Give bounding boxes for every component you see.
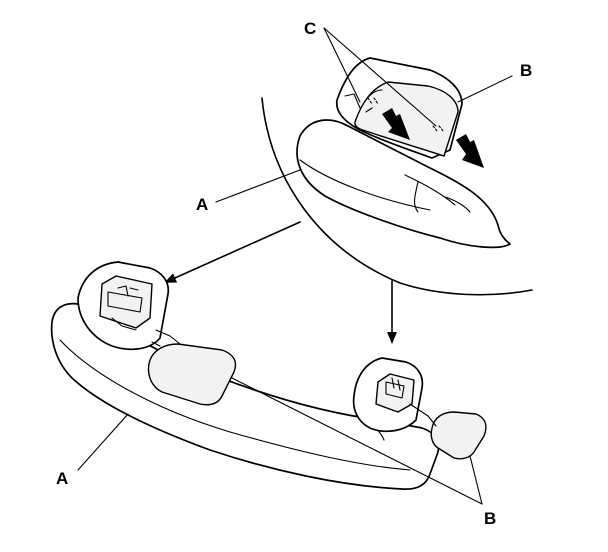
detail-view xyxy=(261,57,533,296)
left-clip-c xyxy=(99,275,153,329)
callout-leaders xyxy=(77,27,513,505)
callout-a-upper: A xyxy=(196,195,208,214)
right-cover-b xyxy=(430,411,487,460)
callout-a-lower: A xyxy=(56,469,68,488)
callout-b-lower: B xyxy=(484,509,496,528)
left-cover-b xyxy=(147,343,237,406)
callout-b-upper: B xyxy=(520,61,532,80)
detail-cover-b xyxy=(354,81,459,157)
detail-boundary-arc xyxy=(261,97,533,296)
removal-arrow-icon xyxy=(456,134,484,168)
leader-arrow-icon xyxy=(164,221,301,283)
detail-clip-c xyxy=(367,97,445,133)
detail-handle-body xyxy=(296,119,511,249)
right-clip-c xyxy=(375,373,415,413)
removal-arrow-icon xyxy=(382,108,410,140)
callout-c: C xyxy=(304,19,316,38)
grab-handle-assembly xyxy=(50,261,487,490)
